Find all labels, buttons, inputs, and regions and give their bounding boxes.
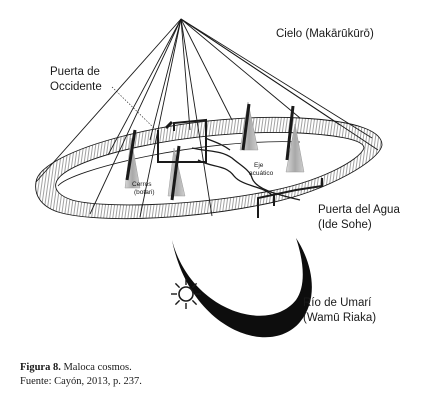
label-water-door-line1: Puerta del Agua — [318, 204, 400, 216]
label-hills-line1: Cerros — [132, 181, 152, 188]
label-west-door-line2: Occidente — [50, 81, 102, 93]
caption-title-line: Figura 8. Maloca cosmos. — [20, 361, 420, 375]
west-door — [157, 118, 207, 163]
label-axis-line2: acuático — [249, 170, 274, 177]
house-post — [170, 145, 181, 201]
inner-rim-line — [57, 141, 301, 187]
west-door-leader — [111, 86, 157, 131]
hills-group — [124, 101, 305, 197]
river-crescent — [172, 238, 312, 338]
figure-title: Maloca cosmos. — [60, 362, 132, 373]
water-door — [257, 178, 323, 218]
label-hills-line2: (botari) — [134, 189, 155, 196]
house-post — [125, 129, 137, 181]
house-posts — [125, 103, 295, 201]
caption-source: Fuente: Cayón, 2013, p. 237. — [20, 376, 142, 387]
sun-icon — [171, 279, 201, 309]
label-sky: Cielo (Makārūkūrō) — [276, 28, 374, 40]
house-post — [285, 105, 295, 161]
roof-rafters — [35, 18, 379, 218]
hill — [285, 123, 305, 173]
figure-caption: Figura 8. Maloca cosmos. Fuente: Cayón, … — [20, 361, 420, 389]
rim-ring — [35, 116, 383, 220]
maloca-cosmos-diagram: Cielo (Makārūkūrō) Puerta de Occidente E… — [35, 18, 400, 338]
label-west-door-line1: Puerta de — [50, 66, 100, 78]
label-river-line1: Río de Umarí — [303, 297, 372, 309]
figure-label: Figura 8. — [20, 362, 61, 373]
label-river-line2: (Wamū Riaka) — [303, 312, 376, 324]
label-water-door-line2: (Ide Sohe) — [318, 219, 372, 231]
house-post — [241, 103, 251, 151]
label-axis-line1: Eje — [254, 162, 264, 169]
water-axis — [191, 137, 301, 201]
